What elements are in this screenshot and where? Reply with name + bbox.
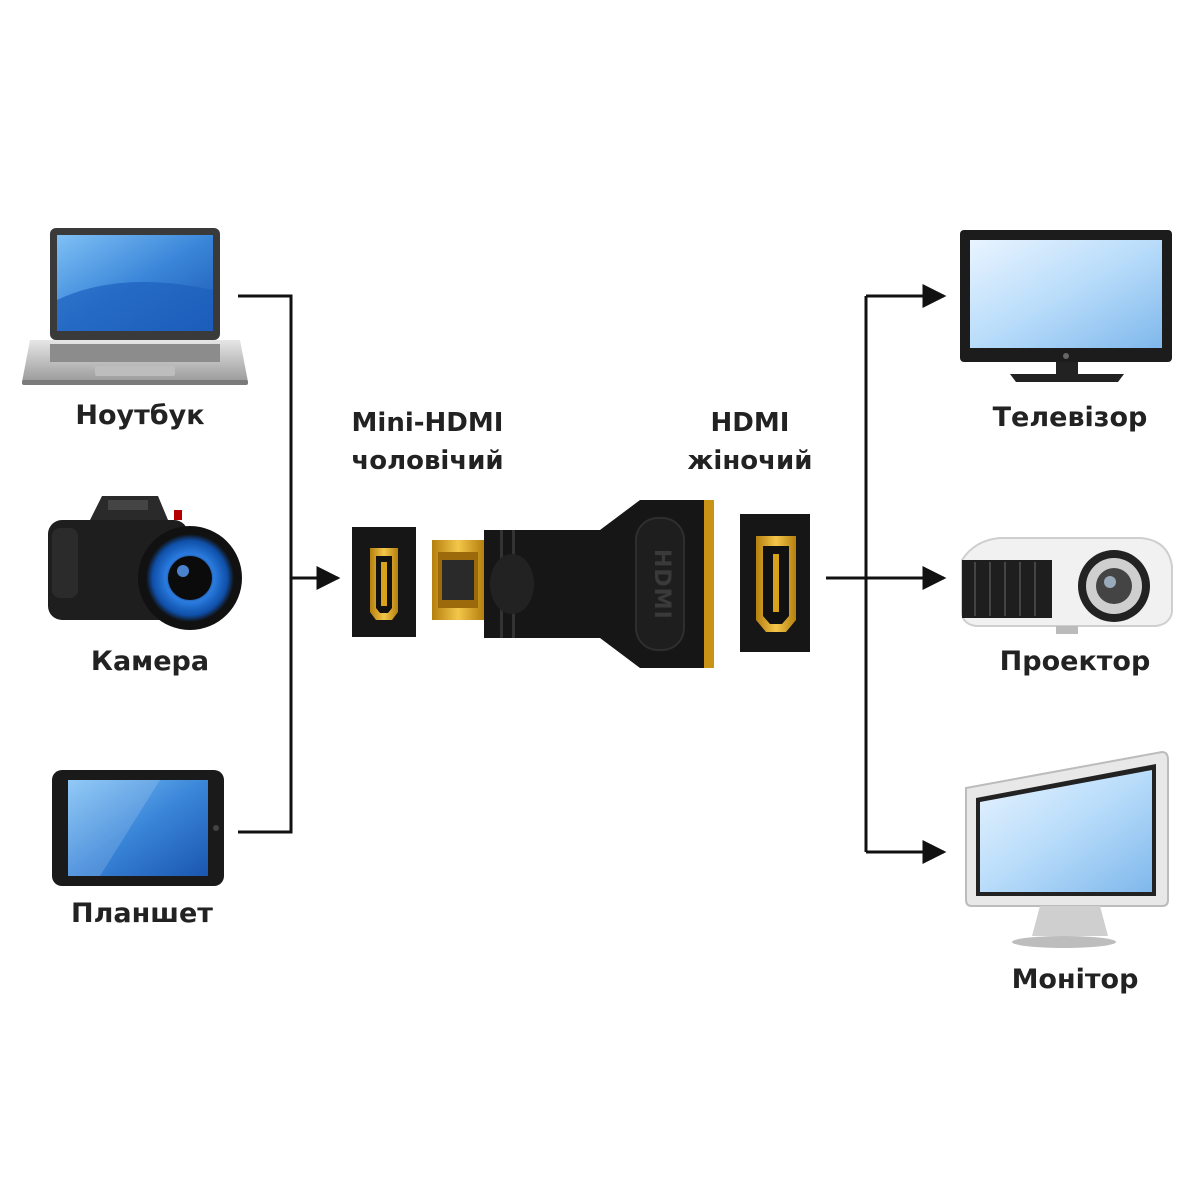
projector-icon [961,537,1173,634]
target-label-projector: Проектор [999,646,1151,677]
male-connector-label-line1: Mini-HDMI [351,408,504,438]
tablet-icon [52,770,224,886]
female-connector-label-line2: жіночий [687,446,813,476]
source-bracket-line [238,294,293,834]
female-connector-label-line1: HDMI [710,408,790,438]
tv-icon [960,230,1172,382]
female-connector-label: HDMI жіночий [650,404,850,480]
male-connector-label-line2: чоловічий [351,446,504,476]
male-connector-label: Mini-HDMI чоловічий [325,404,530,480]
source-label-tablet: Планшет [71,898,213,929]
monitor-icon [965,750,1169,948]
adapter-icon [432,500,714,668]
source-label-camera: Камера [90,646,210,677]
hdmi-port-icon [740,514,810,652]
camera-icon [48,496,242,630]
source-label-laptop: Ноутбук [75,400,205,431]
connector-lines [238,284,947,864]
laptop-icon [22,228,248,385]
adapter-embossed-text: HDMI [649,549,674,620]
target-label-monitor: Монітор [1011,964,1139,995]
target-label-tv: Телевізор [992,402,1148,433]
mini-hdmi-port-icon [352,527,416,637]
